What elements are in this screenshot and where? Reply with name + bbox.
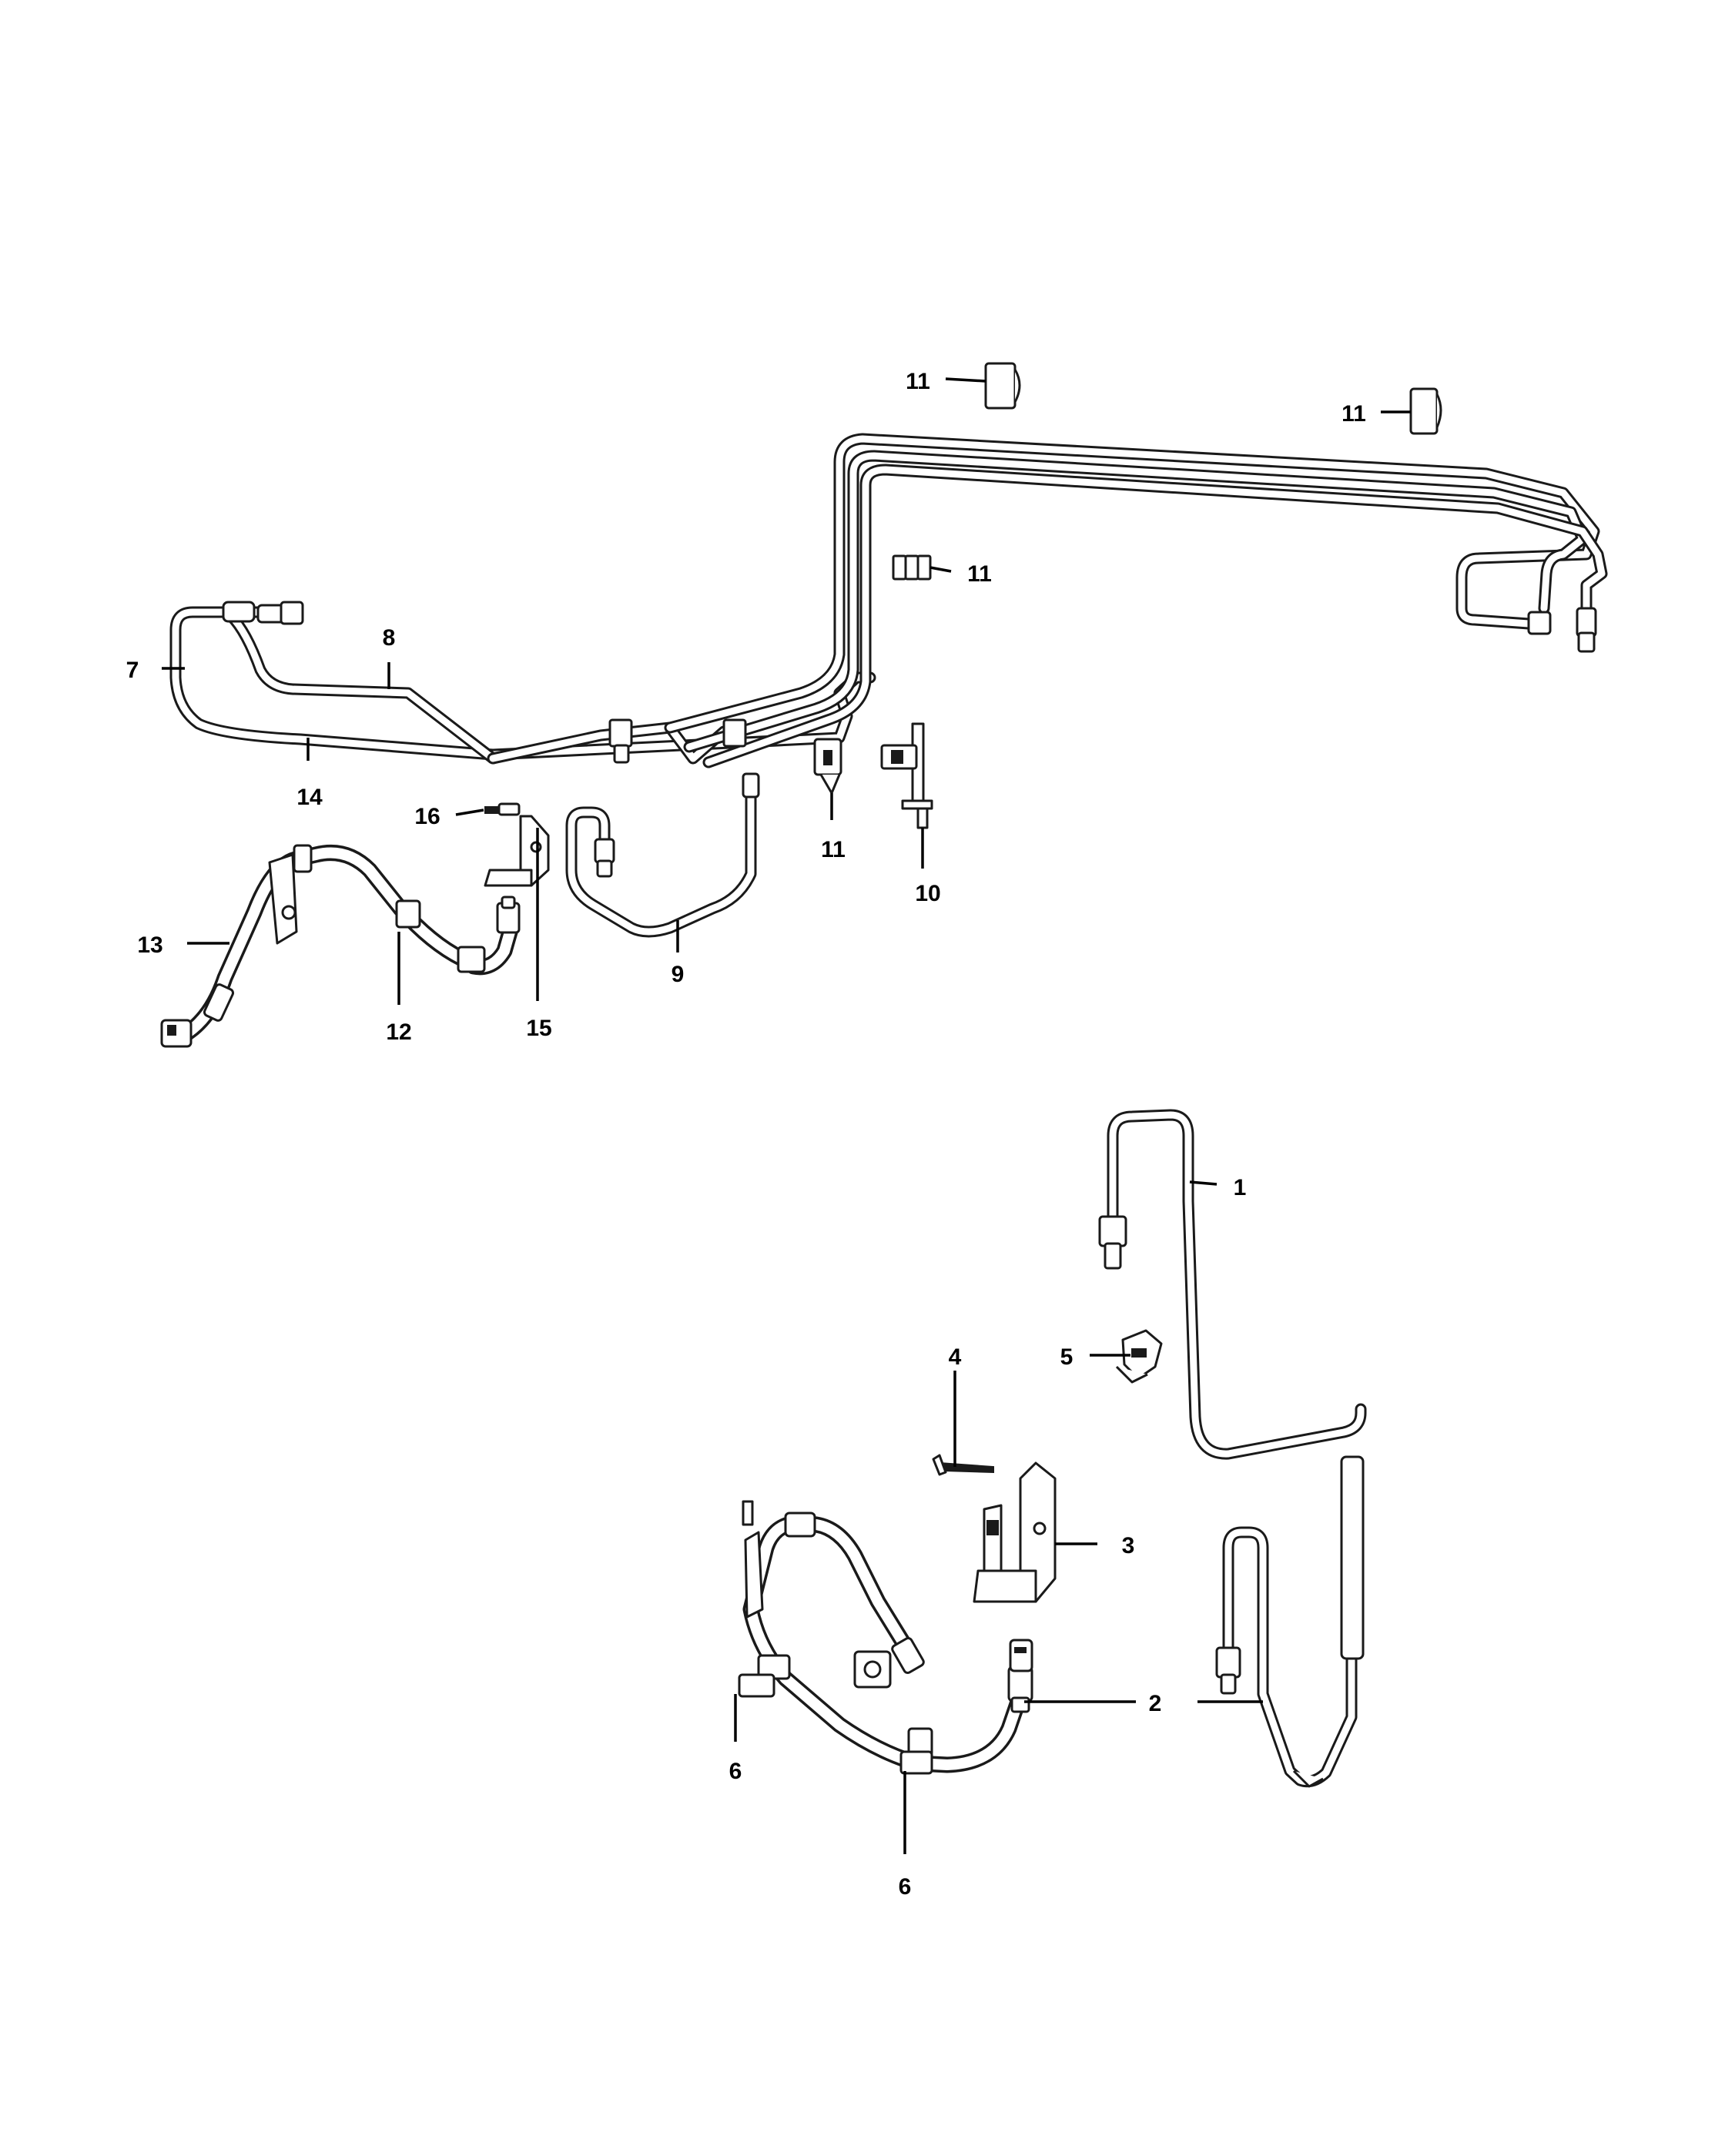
callout-11a: 11: [906, 369, 930, 394]
callout-6a: 6: [729, 1759, 742, 1784]
clip-part-16: [484, 802, 521, 816]
callout-16: 16: [414, 804, 440, 829]
callout-11d: 11: [821, 837, 846, 862]
clip-part-4: [932, 1454, 994, 1476]
callout-7: 7: [126, 658, 139, 683]
callout-1: 1: [1234, 1175, 1247, 1200]
bracket-part-3: [973, 1461, 1057, 1603]
callout-13: 13: [137, 932, 162, 958]
callout-4: 4: [949, 1344, 962, 1370]
main-brake-tube-bundle: [169, 433, 1608, 768]
callout-6b: 6: [899, 1874, 912, 1900]
callout-11b: 11: [1341, 401, 1366, 427]
callout-8: 8: [383, 625, 396, 651]
tube-clip-part-11: [813, 362, 1442, 795]
callout-labels: 1 2 3 4 5 6 6 7 8 9 10 11 11 11 11 12 13…: [126, 369, 1366, 1900]
callout-9: 9: [672, 962, 685, 987]
callout-14: 14: [296, 785, 323, 810]
callout-10: 10: [915, 881, 940, 906]
bracket-part-10: [880, 722, 933, 829]
callout-15: 15: [526, 1016, 551, 1041]
brake-tube-part-9: [565, 772, 760, 938]
callout-2: 2: [1149, 1691, 1162, 1716]
callout-11c: 11: [967, 561, 992, 587]
callout-3: 3: [1122, 1533, 1135, 1558]
brake-hose-part-13-14: [160, 844, 521, 1048]
callout-12: 12: [386, 1019, 411, 1045]
callout-5: 5: [1060, 1344, 1074, 1370]
leader-lines: [162, 377, 1411, 1854]
clip-part-5: [1115, 1329, 1163, 1384]
brake-hose-part-2: [738, 1500, 1033, 1775]
brake-tube-part-1: [1098, 1109, 1367, 1788]
